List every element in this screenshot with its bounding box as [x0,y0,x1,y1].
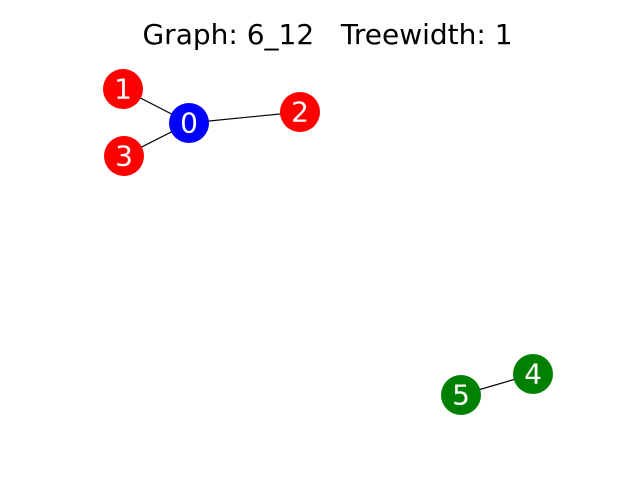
node-label-4: 4 [524,358,542,391]
graph-title: Graph: 6_12 Treewidth: 1 [142,18,513,51]
node-circle-4 [513,354,553,394]
node-circle-3 [104,136,144,176]
node-layer: 0 1 2 3 4 5 [103,69,553,415]
node-2: 2 [280,92,320,132]
node-label-5: 5 [452,379,470,412]
node-4: 4 [513,354,553,394]
node-label-1: 1 [114,73,132,106]
node-label-0: 0 [180,107,198,140]
node-0: 0 [169,103,209,143]
node-circle-0 [169,103,209,143]
node-1: 1 [103,69,143,109]
node-circle-2 [280,92,320,132]
node-label-2: 2 [291,96,309,129]
node-3: 3 [104,136,144,176]
node-5: 5 [441,375,481,415]
node-circle-1 [103,69,143,109]
node-circle-5 [441,375,481,415]
node-label-3: 3 [115,140,133,173]
